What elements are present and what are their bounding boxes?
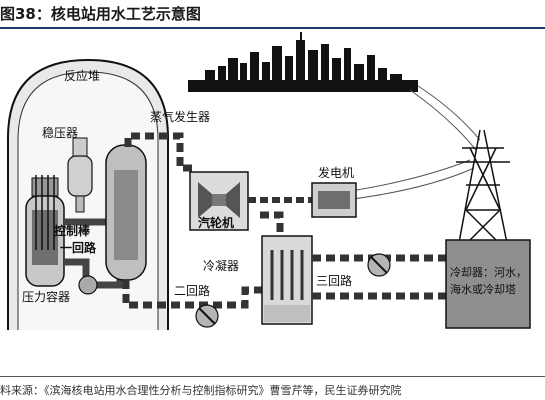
label-reactor-pile: 反应堆 [64, 68, 100, 83]
tertiary-loop-pipes [312, 254, 448, 300]
source-divider [0, 376, 545, 377]
generator-unit [311, 182, 357, 218]
label-generator: 发电机 [318, 165, 354, 180]
turbine-unit [189, 171, 249, 231]
label-condenser: 冷凝器 [203, 258, 239, 273]
label-steam-generator: 蒸气发生器 [150, 109, 210, 124]
label-loop3: 三回路 [316, 273, 352, 288]
label-loop1: 一回路 [60, 240, 97, 255]
title-divider [0, 27, 545, 29]
source-note: 料来源：《滨海核电站用水合理性分析与控制指标研究》曹雪芹等，民生证券研究院 [0, 384, 402, 397]
transmission-tower-icon [456, 129, 510, 249]
reactor-vessel [25, 175, 65, 287]
label-cooler-line2: 海水或冷却塔 [450, 282, 516, 296]
label-pressure-vessel: 压力容器 [22, 289, 70, 304]
primary-pump-icon [78, 275, 98, 295]
secondary-loop-pipes [122, 132, 284, 309]
pressurizer-tank [67, 137, 93, 213]
label-pressurizer: 稳压器 [42, 125, 78, 140]
power-lines [344, 85, 481, 201]
figure-title: 图38：核电站用水工艺示意图 [0, 5, 201, 23]
condenser-unit [261, 235, 313, 325]
label-cooler-line1: 冷却器：河水， [450, 266, 527, 279]
steam-generator [105, 144, 147, 281]
label-loop2: 二回路 [174, 283, 210, 298]
label-control-rod: 控制棒 [54, 223, 91, 238]
label-turbine: 汽轮机 [198, 215, 234, 230]
city-skyline [188, 32, 418, 92]
cooler-box [445, 239, 531, 329]
